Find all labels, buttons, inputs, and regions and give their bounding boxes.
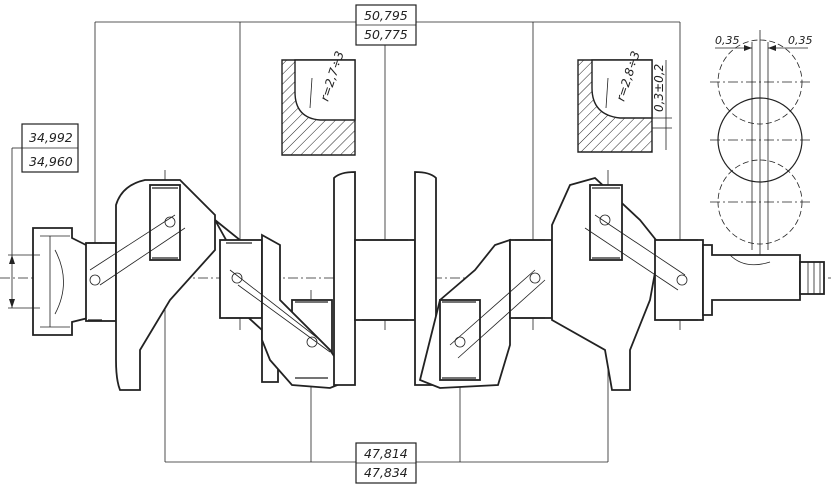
offset-right-label: 0,35 [788, 34, 813, 47]
front-end-tolerance-box: 34,992 34,960 [21, 123, 79, 173]
fillet-detail-right: r=2,8÷3 0,3±0,2 [577, 49, 672, 153]
front-end-dimension [8, 147, 40, 309]
offset-circles-detail: 0,35 0,35 [710, 30, 813, 255]
rod-tolerance-lower: 47,834 [364, 465, 408, 480]
fillet-depth-label: 0,3±0,2 [652, 64, 666, 112]
front-tolerance-lower: 34,960 [29, 154, 73, 169]
main-journal-tolerance-box: 50,795 50,775 [355, 4, 417, 46]
crankshaft-body [32, 171, 825, 391]
oil-channels [89, 214, 688, 359]
offset-left-label: 0,35 [715, 34, 740, 47]
journal-markers [88, 187, 698, 379]
main-tolerance-lower: 50,775 [364, 27, 408, 42]
front-tolerance-upper: 34,992 [29, 130, 73, 145]
rod-tolerance-upper: 47,814 [364, 446, 408, 461]
rod-journal-tolerance-box: 47,814 47,834 [355, 442, 417, 484]
main-tolerance-upper: 50,795 [364, 8, 408, 23]
fillet-detail-left: r=2,7÷3 [281, 49, 356, 156]
